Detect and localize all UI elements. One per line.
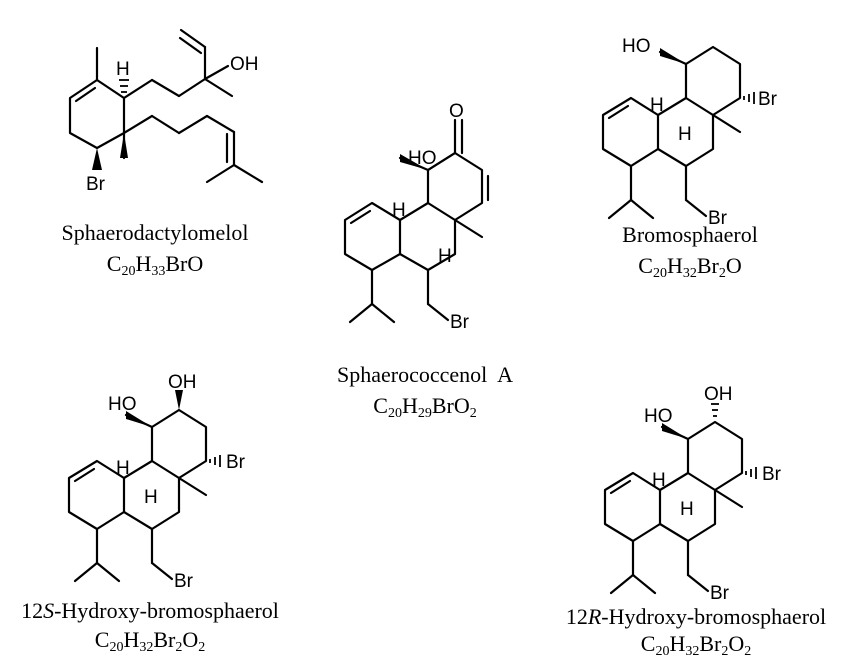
name-main: -Hydroxy-bromosphaerol <box>54 598 279 623</box>
formula-element: C <box>106 251 122 277</box>
formula-element: H <box>401 393 418 419</box>
formula-element: Br <box>153 627 176 653</box>
atom-br-chain: Br <box>708 208 728 229</box>
atom-oh: OH <box>168 372 197 393</box>
formula-subscript: 32 <box>139 640 154 656</box>
formula-subscript: 20 <box>109 640 124 656</box>
formula-subscript: 2 <box>721 644 729 660</box>
atom-br-chain: Br <box>174 571 194 592</box>
atom-ho: HO <box>644 406 673 427</box>
formula-subscript: 2 <box>469 406 477 422</box>
name-prefix: 12 <box>565 604 588 629</box>
atom-ho: HO <box>622 36 651 57</box>
formula-element: H <box>135 251 152 277</box>
compound-formula: C20H32Br2O2 <box>546 631 846 660</box>
name-main: -Hydroxy-bromosphaerol <box>601 604 827 629</box>
compound-name: 12R-Hydroxy-bromosphaerol <box>546 604 846 629</box>
name-stereo: R <box>587 604 602 629</box>
formula-subscript: 20 <box>655 644 670 660</box>
atom-ho: HO <box>408 148 437 169</box>
atom-h-bottom: H <box>680 499 694 520</box>
formula-element: C <box>638 253 653 279</box>
formula-element: O <box>728 631 745 657</box>
atom-br-ring: Br <box>226 452 246 473</box>
name-prefix: 12 <box>21 598 44 623</box>
formula-element: Br <box>699 631 722 657</box>
formula-element: Br <box>696 253 719 279</box>
atom-o: O <box>449 101 464 122</box>
structure-sphaerococcenol-a: HO O H H Br <box>343 101 490 333</box>
formula-subscript: 20 <box>387 406 402 422</box>
caption-12r-hydroxy-bromosphaerol: 12R-Hydroxy-bromosphaerol C20H32Br2O2 <box>546 604 846 660</box>
atom-h-top: H <box>652 470 666 491</box>
name-main: Bromosphaerol <box>622 222 758 247</box>
formula-subscript: 2 <box>198 640 206 656</box>
formula-subscript: 20 <box>121 264 136 280</box>
formula-element: H <box>666 253 683 279</box>
atom-br-chain: Br <box>710 583 730 604</box>
formula-element: BrO <box>165 251 204 277</box>
formula-subscript: 2 <box>718 266 726 282</box>
atom-br: Br <box>450 312 470 333</box>
name-main: Sphaerodactylomelol <box>61 220 249 245</box>
compound-name: Bromosphaerol <box>570 222 810 247</box>
compound-formula: C20H32Br2O2 <box>0 627 300 656</box>
formula-element: C <box>373 393 388 419</box>
atom-oh: OH <box>230 54 259 75</box>
formula-subscript: 2 <box>744 644 752 660</box>
atom-h-top: H <box>392 200 406 221</box>
formula-subscript: 33 <box>151 264 166 280</box>
atom-h-bottom: H <box>144 487 158 508</box>
formula-subscript: 29 <box>417 406 432 422</box>
name-main: Sphaerococcenol A <box>337 362 513 387</box>
atom-h: H <box>116 59 130 80</box>
atom-h-bottom: H <box>438 246 452 267</box>
structure-sphaerodactylomelol: H OH Br <box>68 28 264 195</box>
structure-12s-hydroxy-bromosphaerol: HO OH H H Br Br <box>67 372 246 592</box>
formula-element: H <box>669 631 686 657</box>
formula-subscript: 20 <box>652 266 667 282</box>
formula-element: C <box>94 627 110 653</box>
structure-bromosphaerol: HO H H Br Br <box>601 36 778 229</box>
caption-sphaerococcenol-a: Sphaerococcenol A C20H29BrO2 <box>300 362 550 422</box>
atom-h-top: H <box>650 95 664 116</box>
formula-element: C <box>640 631 656 657</box>
caption-bromosphaerol: Bromosphaerol C20H32Br2O <box>570 222 810 282</box>
compound-name: Sphaerococcenol A <box>300 362 550 387</box>
atom-br-ring: Br <box>758 89 778 110</box>
formula-element: O <box>725 253 742 279</box>
atom-br: Br <box>86 174 106 195</box>
atom-ho: HO <box>108 394 137 415</box>
formula-element: BrO <box>431 393 470 419</box>
formula-subscript: 2 <box>175 640 183 656</box>
caption-sphaerodactylomelol: Sphaerodactylomelol C20H33BrO <box>20 220 290 280</box>
compound-formula: C20H29BrO2 <box>300 393 550 422</box>
structure-12r-hydroxy-bromosphaerol: HO OH H H Br Br <box>603 384 782 604</box>
compound-formula: C20H32Br2O <box>570 253 810 282</box>
formula-element: H <box>123 627 140 653</box>
caption-12s-hydroxy-bromosphaerol: 12S-Hydroxy-bromosphaerol C20H32Br2O2 <box>0 598 300 656</box>
formula-subscript: 32 <box>685 644 700 660</box>
compound-formula: C20H33BrO <box>20 251 290 280</box>
atom-oh: OH <box>704 384 733 405</box>
name-stereo: S <box>43 598 55 623</box>
compound-name: 12S-Hydroxy-bromosphaerol <box>0 598 300 623</box>
atom-h-top: H <box>116 458 130 479</box>
formula-element: O <box>182 627 199 653</box>
compound-name: Sphaerodactylomelol <box>20 220 290 245</box>
atom-h-bottom: H <box>678 124 692 145</box>
formula-subscript: 32 <box>682 266 697 282</box>
atom-br-ring: Br <box>762 464 782 485</box>
